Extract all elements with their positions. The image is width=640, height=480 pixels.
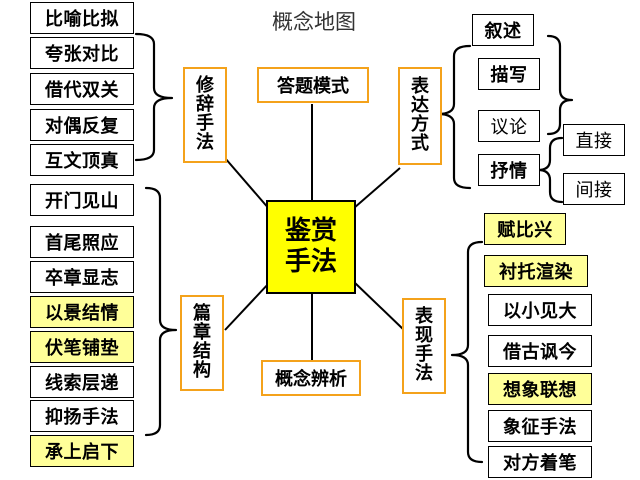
hub-expression-mode-label: 表 达 方 式 — [411, 76, 429, 154]
mode-item-label: 描写 — [490, 65, 528, 86]
mode-item-label: 议论 — [490, 117, 528, 138]
technique-item-highlighted: 赋比兴 — [484, 213, 566, 245]
technique-item-label: 赋比兴 — [497, 220, 553, 241]
rhetoric-item-label: 对偶反复 — [45, 116, 119, 137]
technique-item-highlighted: 衬托渲染 — [484, 255, 588, 287]
mode-item-label: 叙述 — [484, 21, 522, 42]
hub-concept-label: 概念辨析 — [275, 369, 347, 390]
bracket-rhetoric — [134, 32, 174, 162]
structure-item-label: 承上启下 — [45, 442, 119, 463]
map-title: 概念地图 — [272, 10, 356, 34]
structure-item-label: 伏笔铺垫 — [45, 338, 119, 359]
structure-item: 卒章显志 — [30, 261, 134, 293]
technique-item-label: 象征手法 — [503, 417, 577, 438]
structure-item: 抑扬手法 — [30, 400, 134, 432]
rhetoric-item: 比喻比拟 — [30, 2, 134, 34]
lyric-sub-item: 直接 — [563, 124, 625, 156]
technique-item-label: 想象联想 — [503, 380, 577, 401]
mode-item-label: 抒情 — [490, 161, 528, 182]
rhetoric-item-label: 借代双关 — [45, 80, 119, 101]
rhetoric-item-label: 夸张对比 — [45, 44, 119, 65]
structure-item-highlighted: 承上启下 — [30, 435, 134, 467]
structure-item: 首尾照应 — [30, 226, 134, 258]
hub-rhetoric: 修 辞 手 法 — [183, 67, 227, 163]
spoke-to-structure — [224, 281, 271, 331]
bracket-structure — [144, 186, 178, 437]
mode-item: 描写 — [478, 58, 540, 90]
hub-concept: 概念辨析 — [261, 360, 361, 396]
rhetoric-item: 互文顶真 — [30, 144, 134, 176]
technique-item-label: 以小见大 — [503, 301, 577, 322]
lyric-sub-item: 间接 — [563, 173, 625, 205]
technique-item: 以小见大 — [488, 294, 592, 326]
structure-item-label: 开门见山 — [45, 191, 119, 212]
spoke-to-rhetoric — [224, 157, 271, 211]
hub-expression-mode: 表 达 方 式 — [398, 67, 442, 165]
hub-technique: 表 现 手 法 — [402, 298, 446, 394]
hub-structure: 篇 章 结 构 — [180, 295, 224, 391]
rhetoric-item: 对偶反复 — [30, 109, 134, 141]
mode-item: 议论 — [478, 110, 540, 142]
structure-item-label: 抑扬手法 — [45, 407, 119, 428]
structure-item-label: 线索层递 — [45, 373, 119, 394]
center-node: 鉴赏 手法 — [266, 200, 356, 294]
spoke-to-technique — [353, 281, 405, 331]
bracket-description — [546, 34, 574, 136]
technique-item-highlighted: 想象联想 — [488, 373, 592, 405]
rhetoric-item-label: 互文顶真 — [45, 151, 119, 172]
structure-item-label: 以景结情 — [45, 303, 119, 324]
structure-item: 线索层递 — [30, 366, 134, 398]
technique-item: 对方着笔 — [488, 446, 592, 478]
rhetoric-item: 夸张对比 — [30, 37, 134, 69]
center-label: 鉴赏 手法 — [284, 215, 337, 277]
hub-answer-pattern: 答题模式 — [257, 67, 369, 103]
rhetoric-item-label: 比喻比拟 — [45, 9, 119, 30]
hub-answer-pattern-label: 答题模式 — [277, 76, 349, 97]
bracket-lyric — [536, 136, 564, 204]
structure-item-label: 首尾照应 — [45, 233, 119, 254]
hub-technique-label: 表 现 手 法 — [415, 306, 433, 384]
mode-item: 叙述 — [472, 14, 534, 46]
technique-item: 借古讽今 — [488, 335, 592, 367]
bracket-expression — [436, 44, 472, 190]
spoke-to-expression-mode — [353, 167, 401, 209]
rhetoric-item: 借代双关 — [30, 73, 134, 105]
mode-item: 抒情 — [478, 154, 540, 186]
technique-item: 象征手法 — [488, 410, 592, 442]
technique-item-label: 借古讽今 — [503, 342, 577, 363]
structure-item-highlighted: 伏笔铺垫 — [30, 331, 134, 363]
lyric-sub-label: 间接 — [575, 180, 613, 201]
structure-item-label: 卒章显志 — [45, 268, 119, 289]
hub-rhetoric-label: 修 辞 手 法 — [196, 75, 214, 153]
technique-item-label: 对方着笔 — [503, 453, 577, 474]
structure-item-highlighted: 以景结情 — [30, 296, 134, 328]
lyric-sub-label: 直接 — [575, 131, 613, 152]
structure-item: 开门见山 — [30, 184, 134, 216]
technique-item-label: 衬托渲染 — [499, 262, 573, 283]
hub-structure-label: 篇 章 结 构 — [193, 303, 211, 381]
bracket-technique — [450, 240, 484, 464]
